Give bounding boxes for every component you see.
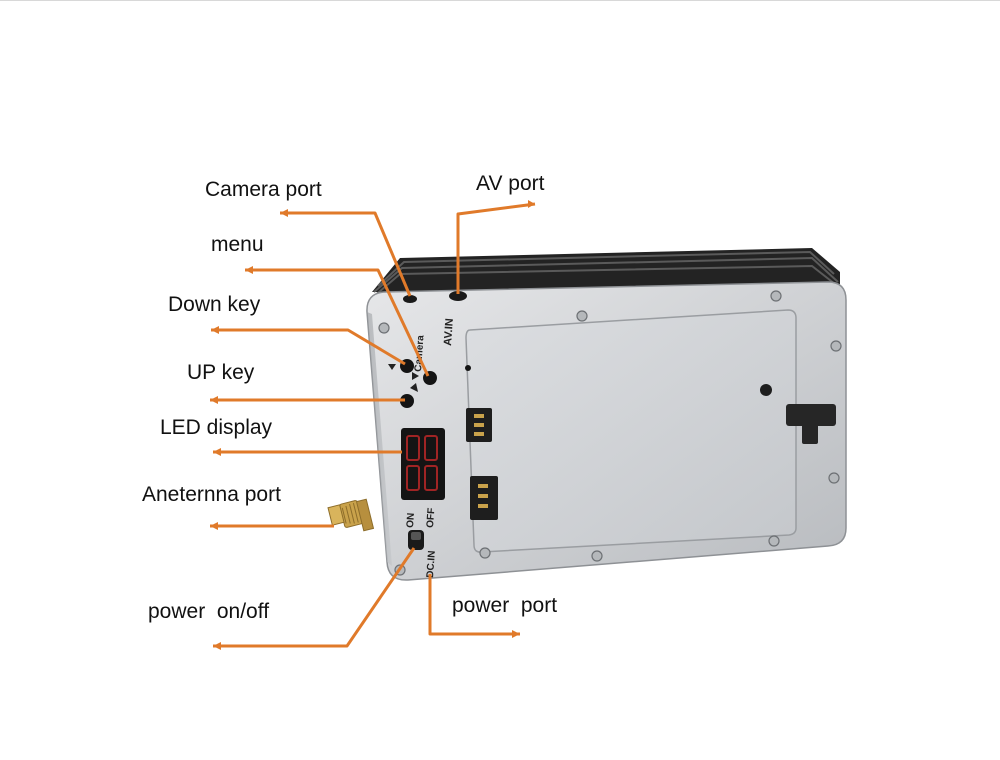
label-up-key: UP key: [187, 361, 255, 384]
silkscreen-on: ON: [405, 512, 417, 528]
led-display: [401, 428, 445, 500]
label-antenna-port: Aneternna port: [142, 483, 281, 506]
label-menu: menu: [211, 233, 264, 256]
panel-hole: [760, 384, 772, 396]
label-av-port: AV port: [476, 172, 545, 195]
antenna-sma-connector: [327, 498, 375, 532]
av-port-jack: [449, 291, 467, 301]
camera-port-jack: [403, 295, 417, 303]
label-power-port: power port: [452, 594, 558, 617]
menu-button[interactable]: [423, 371, 437, 385]
up-key-button[interactable]: [400, 394, 414, 408]
label-power-onoff: power on/off: [148, 600, 270, 623]
label-led-display: LED display: [160, 416, 273, 439]
label-down-key: Down key: [168, 293, 261, 316]
up-arrow-icon: [410, 383, 418, 392]
down-key-button[interactable]: [400, 359, 414, 373]
label-camera-port: Camera port: [205, 178, 322, 201]
battery-panel: [465, 309, 797, 553]
power-switch[interactable]: [408, 530, 424, 550]
pin-header-upper: [466, 408, 492, 442]
panel-latch: [786, 404, 836, 444]
top-divider: [0, 0, 1000, 1]
silkscreen-off: OFF: [425, 507, 437, 528]
silkscreen-av-in: AV.IN: [442, 318, 456, 346]
silkscreen-dc-in: DC.IN: [425, 550, 438, 578]
indicator-dot: [465, 365, 471, 371]
pin-header-lower: [470, 476, 498, 520]
